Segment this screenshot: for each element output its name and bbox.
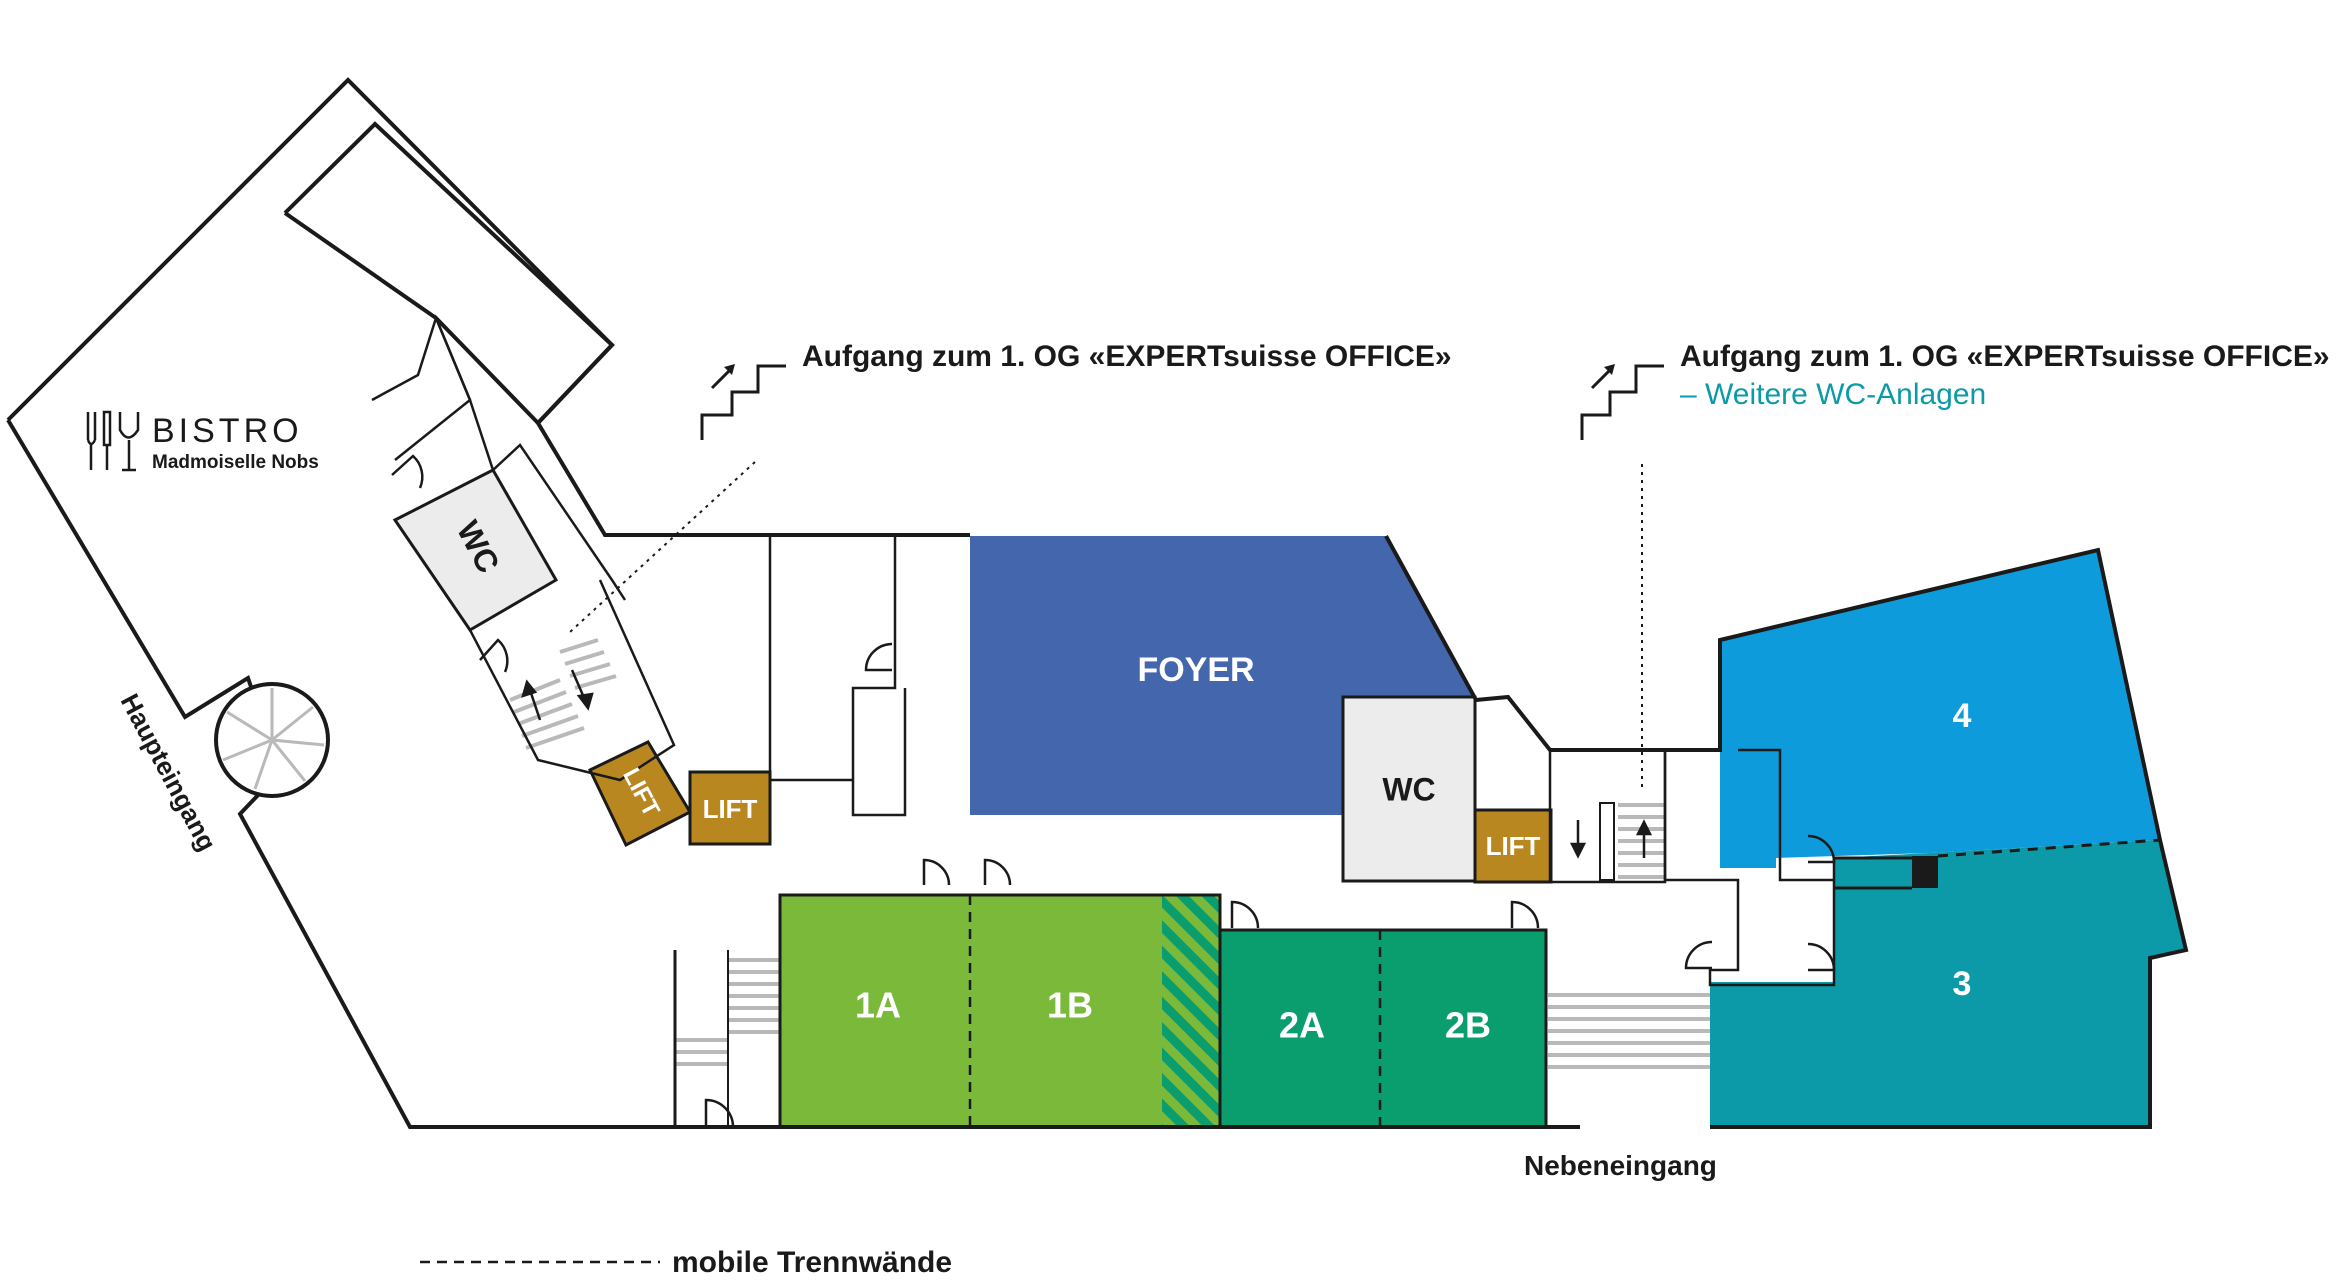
room-3-4-divider <box>1937 838 2161 858</box>
right-core-wall-2 <box>1663 750 1836 987</box>
spiral-stair <box>214 682 330 798</box>
stairs-side-entrance <box>1548 993 1710 1069</box>
stairs-up-icon <box>1580 364 1664 440</box>
main-entrance-label: Haupteingang <box>115 689 223 856</box>
pillar <box>1912 856 1938 888</box>
room-2-outline <box>1218 928 1548 1129</box>
door-icon[interactable] <box>479 638 509 673</box>
room-2a-label: 2A <box>1279 1005 1325 1046</box>
wc-left-room[interactable] <box>392 468 559 632</box>
corridor-partition-2 <box>851 535 907 817</box>
room-2b-label: 2B <box>1445 1005 1491 1046</box>
stairs-left-label: Aufgang zum 1. OG «EXPERTsuisse OFFICE» <box>802 340 1452 373</box>
bistro-title: BISTRO <box>152 412 303 450</box>
hatched-partition <box>1162 895 1220 1127</box>
door-icon[interactable] <box>922 858 951 886</box>
stair-core-right <box>1599 802 1615 881</box>
legend-label: mobile Trennwände <box>672 1246 952 1279</box>
lift-3-label: LIFT <box>1486 831 1541 861</box>
lift-2-label: LIFT <box>703 794 758 824</box>
room-1b-label: 1B <box>1047 985 1093 1026</box>
stair-core-left <box>468 579 676 782</box>
room-3[interactable] <box>1710 840 2186 1127</box>
stairs-right-sublabel: – Weitere WC-Anlagen <box>1680 378 1986 411</box>
side-entrance-label: Nebeneingang <box>1524 1150 1717 1181</box>
stairs-right-label: Aufgang zum 1. OG «EXPERTsuisse OFFICE» <box>1680 340 2330 373</box>
room-4-label: 4 <box>1953 697 1972 735</box>
bistro-inner-wall <box>283 121 615 426</box>
room-1a[interactable] <box>780 895 970 1127</box>
arrow-icon <box>521 669 1653 859</box>
foyer-label: FOYER <box>1137 651 1254 689</box>
door-icon[interactable] <box>704 1098 735 1128</box>
room-4[interactable] <box>1720 550 2160 868</box>
foyer-room-main <box>970 536 1476 815</box>
door-icon[interactable] <box>391 454 424 489</box>
door-icon[interactable] <box>983 858 1012 886</box>
wc-left-wall <box>434 317 627 601</box>
door-icon[interactable] <box>1684 940 1713 970</box>
wc-right-label: WC <box>1382 771 1435 807</box>
door-icon[interactable] <box>1510 900 1540 929</box>
stairs-right <box>1618 803 1665 879</box>
stairs-up-icon <box>700 364 786 440</box>
bistro-icon <box>86 410 140 472</box>
door-icon[interactable] <box>1807 834 1836 864</box>
lift-3[interactable] <box>1473 808 1553 884</box>
room-3-label: 3 <box>1953 965 1972 1003</box>
pointer-line-left <box>569 461 756 633</box>
room-1a-label: 1A <box>855 985 901 1026</box>
lift-2[interactable] <box>688 770 772 846</box>
door-icon[interactable] <box>864 642 893 672</box>
corridor-partition-1 <box>768 535 853 782</box>
door-icon[interactable] <box>1230 900 1260 929</box>
corridor-wall <box>1384 535 2189 1129</box>
wc-right-room[interactable] <box>1341 695 1477 883</box>
room-2a[interactable] <box>1220 930 1380 1127</box>
room-2b[interactable] <box>1380 930 1546 1127</box>
room-1b[interactable] <box>970 895 1162 1127</box>
right-core-wall-3 <box>1738 748 1834 882</box>
door-icon[interactable] <box>1807 942 1836 972</box>
bistro-subtitle: Madmoiselle Nobs <box>152 452 319 473</box>
stairs-bottom-left <box>675 958 780 1066</box>
